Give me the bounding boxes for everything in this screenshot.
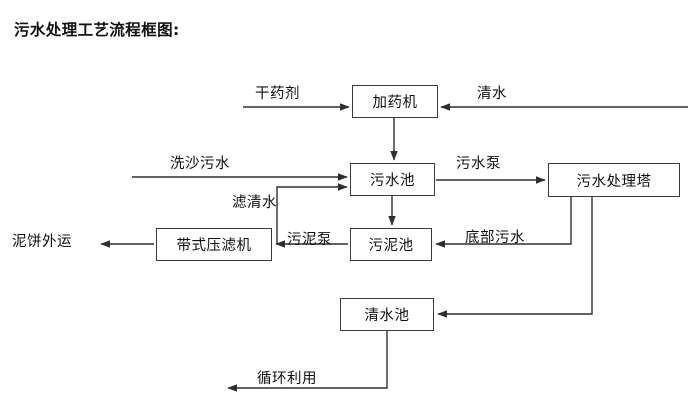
terminal-sand-wash-water: 洗沙污水 [170,156,230,172]
edge-filtered-water-to-wastewater-pool [276,183,348,244]
node-wastewater-pool[interactable]: 污水池 [350,163,435,196]
terminal-dry-chemical: 干药剂 [255,86,300,102]
node-label: 污泥池 [368,238,414,254]
page-title: 污水处理工艺流程框图: [14,21,180,39]
node-label: 带式压滤机 [176,238,252,254]
node-clear-water-pool[interactable]: 清水池 [340,298,434,331]
node-label: 污水处理塔 [576,173,652,190]
edge-label-wastewater-pump: 污水泵 [456,156,501,172]
edge-label-sludge-pump: 污泥泵 [287,232,332,248]
node-label: 加药机 [372,95,418,111]
edge-tower-to-clear-water-pool [437,197,593,318]
edge-clear-water-pool-to-recycle [227,331,388,392]
node-belt-filter-press[interactable]: 带式压滤机 [156,228,272,261]
edge-label-recycle-reuse: 循环利用 [257,371,317,387]
node-label: 污水池 [370,173,415,189]
node-label: 清水池 [364,308,410,324]
terminal-clean-water-in: 清水 [477,86,507,102]
node-treatment-tower[interactable]: 污水处理塔 [548,163,680,197]
edge-bottom-wastewater-to-sludge-pool [435,197,572,248]
edge-label-bottom-wastewater: 底部污水 [465,230,525,246]
edge-label-filtered-water: 滤清水 [232,195,277,211]
node-dosing-machine[interactable]: 加药机 [352,85,438,118]
node-sludge-pool[interactable]: 污泥池 [350,228,432,261]
terminal-mud-cake-out: 泥饼外运 [12,234,72,250]
